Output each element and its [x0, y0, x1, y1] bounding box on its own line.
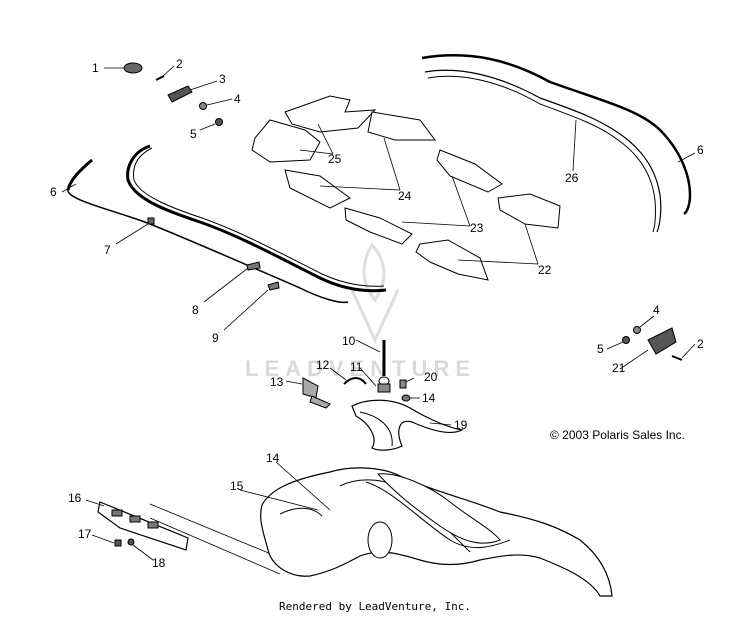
part-26-trim — [424, 69, 662, 233]
callout-5-right: 5 — [597, 342, 604, 356]
leader-lines — [61, 65, 696, 561]
callout-16: 16 — [68, 491, 82, 505]
part-7-clip — [147, 217, 155, 225]
decal-24-b — [284, 169, 351, 209]
part-8-clip — [246, 261, 261, 271]
callout-6-left: 6 — [50, 185, 57, 199]
part-12-clip — [343, 377, 367, 385]
callout-5: 5 — [190, 127, 197, 141]
decal-24-a — [367, 111, 436, 141]
callout-13: 13 — [270, 375, 284, 389]
callout-2-right: 2 — [697, 337, 704, 351]
hull-body — [260, 467, 613, 597]
callout-17: 17 — [78, 527, 92, 541]
seat-opening — [376, 473, 501, 544]
part-1-badge — [123, 62, 143, 74]
part-4-washer-right — [633, 326, 641, 334]
decal-23-a — [436, 149, 503, 193]
callout-24: 24 — [398, 189, 412, 203]
cover-disc — [367, 521, 393, 559]
decal-25-b — [251, 119, 321, 163]
part-3-latch — [167, 85, 193, 103]
footer-credit: Rendered by LeadVenture, Inc. — [278, 600, 472, 613]
callout-23: 23 — [470, 221, 484, 235]
decal-23-b — [344, 207, 413, 245]
callout-9: 9 — [212, 331, 219, 345]
part-11-bushing — [377, 383, 391, 393]
part-5-nut — [215, 118, 223, 126]
part-14-washer — [401, 394, 411, 402]
callout-10: 10 — [342, 334, 356, 348]
callout-26: 26 — [565, 171, 579, 185]
decal-22-a — [497, 193, 561, 229]
callout-8: 8 — [192, 303, 199, 317]
callout-14-hull: 14 — [266, 451, 280, 465]
callout-1: 1 — [92, 61, 99, 75]
decal-22-b — [415, 239, 489, 281]
part-18-nut — [127, 538, 135, 546]
copyright-notice: © 2003 Polaris Sales Inc. — [550, 428, 685, 442]
callout-14-hardware: 14 — [422, 391, 436, 405]
callout-15: 15 — [230, 479, 244, 493]
callout-21: 21 — [612, 361, 626, 375]
part-6-trim-right — [421, 54, 692, 216]
part-5-nut-right — [622, 336, 630, 344]
parts-artwork — [66, 54, 692, 597]
callout-20: 20 — [424, 370, 438, 384]
part-20-screw — [399, 379, 407, 389]
callout-4-right: 4 — [653, 303, 660, 317]
callout-4: 4 — [234, 92, 241, 106]
watermark-logo — [350, 242, 400, 344]
part-16-vent — [97, 501, 189, 551]
callout-25: 25 — [328, 152, 342, 166]
callout-2: 2 — [176, 57, 183, 71]
part-17-screw — [114, 539, 122, 547]
part-9-clip — [267, 281, 280, 291]
callout-18: 18 — [152, 556, 166, 570]
part-2-screw-right — [671, 355, 683, 361]
part-13-bracket — [302, 377, 319, 399]
decals-group — [251, 95, 561, 281]
callout-22: 22 — [538, 263, 552, 277]
decal-25-a — [284, 95, 377, 133]
part-19-handle — [351, 399, 464, 451]
callout-labels: 1 2 3 4 5 6 6 7 8 9 10 11 12 13 14 14 15… — [50, 57, 704, 570]
part-21-latch — [647, 327, 677, 355]
callout-11: 11 — [350, 360, 363, 374]
callout-6-right: 6 — [697, 143, 704, 157]
watermark-text: LEADVENTURE — [245, 356, 477, 381]
part-4-washer — [199, 102, 207, 110]
callout-7: 7 — [104, 243, 111, 257]
callout-12: 12 — [316, 358, 330, 372]
callout-3: 3 — [219, 72, 226, 86]
callout-19: 19 — [454, 418, 468, 432]
part-seal-strip — [126, 144, 387, 293]
